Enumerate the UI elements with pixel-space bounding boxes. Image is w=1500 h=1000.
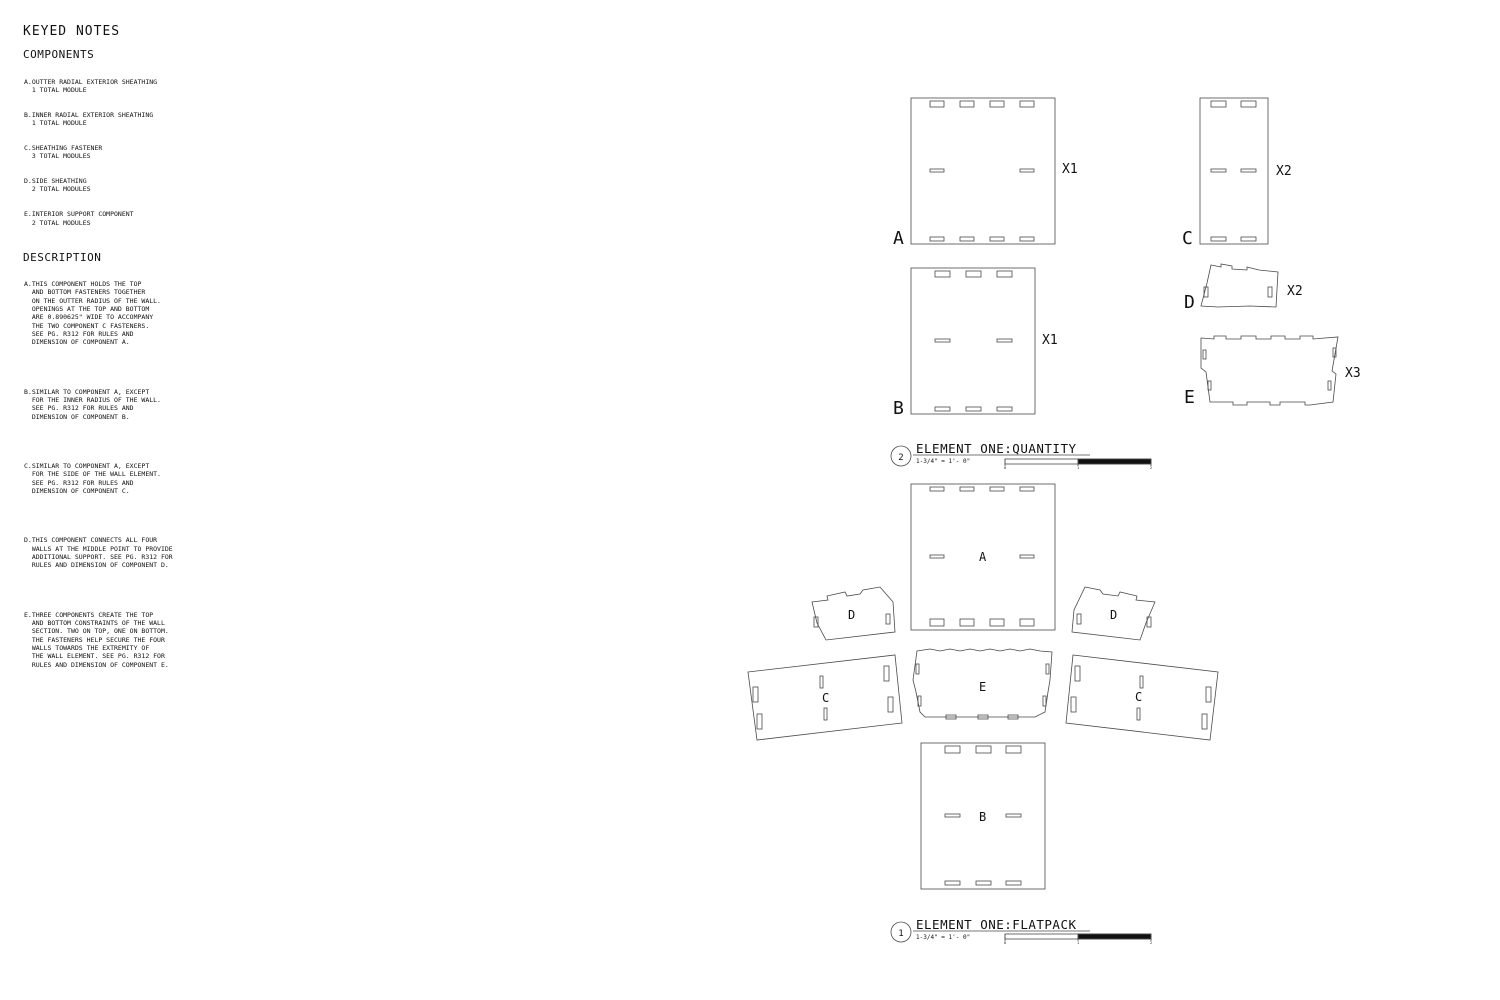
- view-2-bubble: [890, 445, 912, 467]
- qty-part-a: [910, 97, 1056, 245]
- flat-label-e: E: [979, 680, 986, 694]
- qty-label-b: B: [893, 398, 904, 419]
- description-item: D.THIS COMPONENT CONNECTS ALL FOUR WALLS…: [24, 536, 173, 570]
- qty-part-b: [910, 267, 1036, 415]
- components-list: A.OUTTER RADIAL EXTERIOR SHEATHING 1 TOT…: [24, 61, 223, 244]
- flat-part-c-right: [1065, 654, 1219, 741]
- qty-label-c: C: [1182, 228, 1193, 249]
- qty-count-d: X2: [1287, 284, 1303, 299]
- qty-label-d: D: [1184, 292, 1195, 313]
- quantity-view-title: ELEMENT ONE:QUANTITY: [916, 441, 1077, 456]
- flat-label-a: A: [979, 550, 987, 564]
- flat-label-d-left: D: [848, 608, 855, 622]
- component-item: E.INTERIOR SUPPORT COMPONENT 2 TOTAL MOD…: [24, 210, 134, 227]
- view-2-number: 2: [898, 453, 903, 463]
- qty-part-e: [1200, 335, 1339, 406]
- flat-label-d-right: D: [1110, 608, 1117, 622]
- qty-count-b: X1: [1042, 333, 1058, 348]
- flat-part-b: [920, 742, 1046, 890]
- scale-tick-label: 0: [1004, 466, 1006, 470]
- qty-label-a: A: [893, 228, 904, 249]
- description-item: B.SIMILAR TO COMPONENT A, EXCEPT FOR THE…: [24, 387, 161, 421]
- flatpack-view-scale: 1-3/4" = 1'- 0": [916, 934, 970, 941]
- quantity-view-scale: 1-3/4" = 1'- 0": [916, 458, 970, 465]
- flat-part-d-left: [811, 586, 896, 641]
- flat-part-d-right: [1071, 586, 1156, 641]
- component-item: B.INNER RADIAL EXTERIOR SHEATHING 1 TOTA…: [24, 110, 154, 128]
- qty-label-e: E: [1184, 387, 1195, 408]
- scale-tick-label: 0: [1004, 941, 1006, 945]
- flat-label-c-right: C: [1135, 690, 1142, 704]
- component-item: A.OUTTER RADIAL EXTERIOR SHEATHING 1 TOT…: [24, 77, 158, 94]
- flat-part-c-left: [747, 654, 903, 741]
- keyed-notes-title: KEYED NOTES: [23, 24, 121, 39]
- description-item: C.SIMILAR TO COMPONENT A, EXCEPT FOR THE…: [24, 462, 161, 495]
- view-1-bubble: [890, 921, 912, 943]
- qty-count-a: X1: [1062, 162, 1078, 177]
- flat-label-b: B: [979, 810, 986, 824]
- components-heading: COMPONENTS: [23, 48, 95, 61]
- flat-part-a: [910, 483, 1056, 631]
- component-item: C.SHEATHING FASTENER 3 TOTAL MODULES: [24, 143, 103, 161]
- scale-tick-label: 1: [1077, 941, 1079, 945]
- qty-part-d: [1200, 263, 1279, 308]
- scale-tick-label: 2: [1150, 466, 1152, 470]
- description-heading: DESCRIPTION: [23, 250, 102, 264]
- qty-count-c: X2: [1276, 164, 1292, 179]
- flat-part-e: [912, 648, 1053, 720]
- description-list: A.THIS COMPONENT HOLDS THE TOP AND BOTTO…: [23, 264, 223, 686]
- description-item: A.THIS COMPONENT HOLDS THE TOP AND BOTTO…: [24, 280, 161, 347]
- flatpack-view-title: ELEMENT ONE:FLATPACK: [916, 917, 1077, 932]
- qty-count-e: X3: [1345, 366, 1361, 381]
- scale-tick-label: 2: [1150, 941, 1152, 945]
- view-1-number: 1: [898, 929, 903, 939]
- scale-tick-label: 1: [1077, 466, 1079, 470]
- description-item: E.THREE COMPONENTS CREATE THE TOP AND BO…: [24, 610, 169, 669]
- scale-bar-quantity: [1004, 458, 1152, 466]
- keyed-notes-panel: KEYED NOTES COMPONENTS A.OUTTER RADIAL E…: [23, 24, 223, 693]
- component-item: D.SIDE SHEATHING 2 TOTAL MODULES: [24, 177, 91, 194]
- flat-label-c-left: C: [822, 691, 829, 705]
- qty-part-c: [1199, 97, 1269, 245]
- scale-bar-flatpack: [1004, 933, 1152, 941]
